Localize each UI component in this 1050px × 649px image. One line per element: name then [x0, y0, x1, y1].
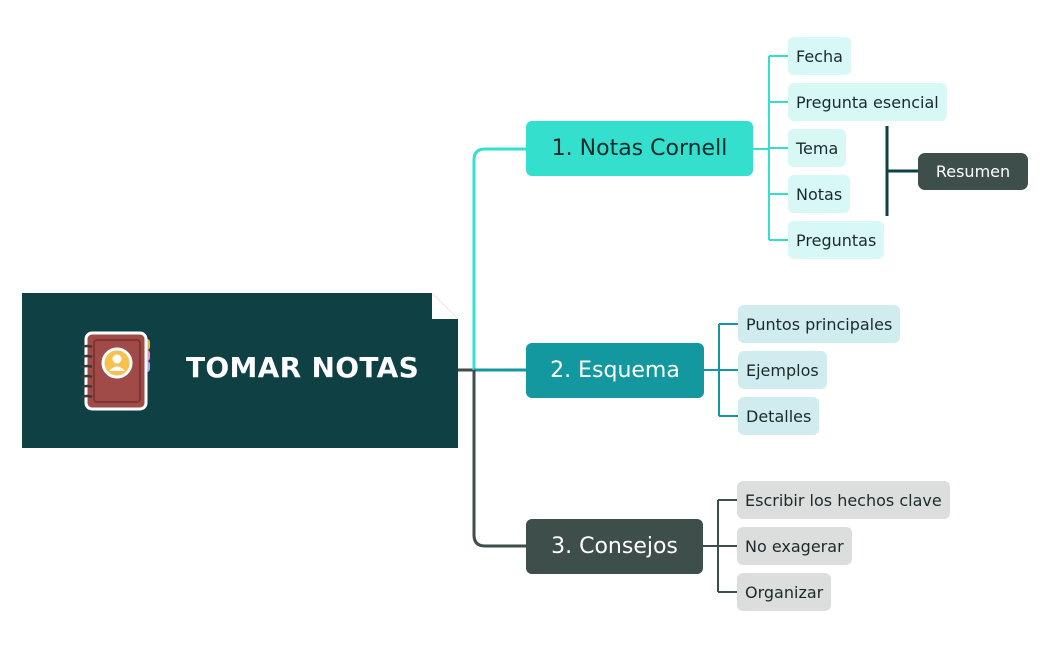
summary-resumen[interactable]: Resumen: [918, 153, 1028, 190]
leaf-pregunta-esencial[interactable]: Pregunta esencial: [788, 83, 947, 121]
leaf-puntos-principales[interactable]: Puntos principales: [738, 305, 901, 343]
leaf-escribir-hechos-clave[interactable]: Escribir los hechos clave: [737, 481, 950, 519]
leaf-no-exagerar[interactable]: No exagerar: [737, 527, 852, 565]
summary-bracket: [885, 126, 918, 216]
leaf-preguntas[interactable]: Preguntas: [788, 221, 885, 259]
leaf-notas[interactable]: Notas: [788, 175, 851, 213]
connector-branch2-leaves: [704, 323, 738, 417]
connector-branch3-leaves: [703, 499, 737, 593]
leaf-tema[interactable]: Tema: [788, 129, 847, 167]
corner-fold: [432, 293, 458, 319]
leaf-fecha[interactable]: Fecha: [788, 37, 851, 75]
leaf-ejemplos[interactable]: Ejemplos: [738, 351, 827, 389]
branch-notas-cornell[interactable]: 1. Notas Cornell: [526, 121, 753, 176]
connector-branch1-leaves: [753, 55, 788, 241]
root-title: TOMAR NOTAS: [186, 351, 420, 384]
connector-root-branch3: [472, 370, 526, 548]
leaf-organizar[interactable]: Organizar: [737, 573, 832, 611]
connector-root-branch1: [472, 147, 526, 370]
branch-esquema[interactable]: 2. Esquema: [526, 343, 704, 398]
branch-consejos[interactable]: 3. Consejos: [526, 519, 703, 574]
leaf-detalles[interactable]: Detalles: [738, 397, 820, 435]
notebook-icon: [80, 331, 150, 411]
